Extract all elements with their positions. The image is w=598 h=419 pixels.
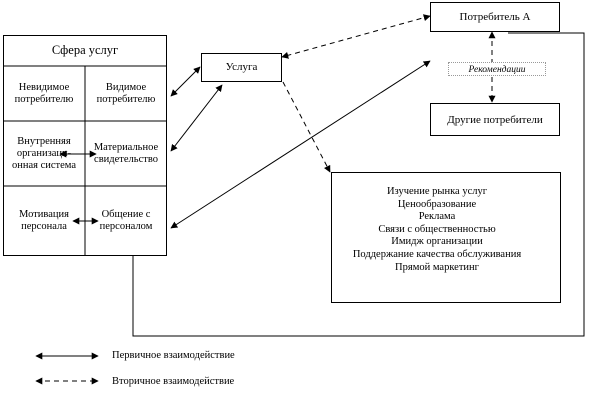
- marketing-item: Поддержание качества обслуживания: [352, 248, 522, 260]
- arrow-communication-consumer: [170, 60, 431, 229]
- other-consumers-label: Другие потребители: [447, 114, 543, 126]
- arrow-service-marketing: [282, 81, 331, 173]
- marketing-item: Изучение рынка услуг: [386, 186, 488, 197]
- marketing-item: Реклама: [418, 211, 456, 223]
- legend-primary-label: Первичное взаимодействие: [112, 350, 235, 361]
- marketing-item: Имидж организации: [391, 236, 483, 248]
- staff-communication-cell: Общение с персоналом: [99, 209, 153, 232]
- service-label: Услуга: [225, 61, 258, 73]
- marketing-activities-box: [331, 172, 561, 303]
- consumer-a-box: [430, 2, 560, 32]
- service-sphere-title: Сфера услуг: [51, 43, 119, 57]
- arrow-consumer-service: [281, 14, 431, 59]
- arrow-visible-service: [170, 66, 201, 97]
- service-sphere-box: [3, 35, 167, 256]
- other-consumers-box: [430, 103, 560, 136]
- feedback-loop-line: [132, 32, 585, 337]
- marketing-activities-list: Изучение рынка услуг Ценообразование Рек…: [332, 186, 542, 274]
- consumer-a-label: Потребитель А: [459, 11, 531, 23]
- marketing-item: Ценообразование: [397, 198, 477, 210]
- staff-motivation-cell: Мотивация персонала: [19, 209, 69, 232]
- legend-secondary-label: Вторичное взаимодействие: [112, 376, 235, 387]
- marketing-item: Связи с общественностью: [378, 223, 496, 235]
- material-evidence-cell: Материальное свидетельство: [93, 142, 159, 165]
- internal-system-cell: Внутренняя организаци-онная система: [11, 136, 77, 171]
- service-box: [201, 53, 282, 82]
- visible-to-consumer-cell: Видимое потребителю: [96, 82, 156, 105]
- marketing-item: Прямой маркетинг: [395, 261, 479, 273]
- arrow-material-service: [170, 84, 223, 152]
- invisible-to-consumer-cell: Невидимое потребителю: [14, 82, 74, 105]
- recommendations-label: Рекомендации: [448, 62, 546, 76]
